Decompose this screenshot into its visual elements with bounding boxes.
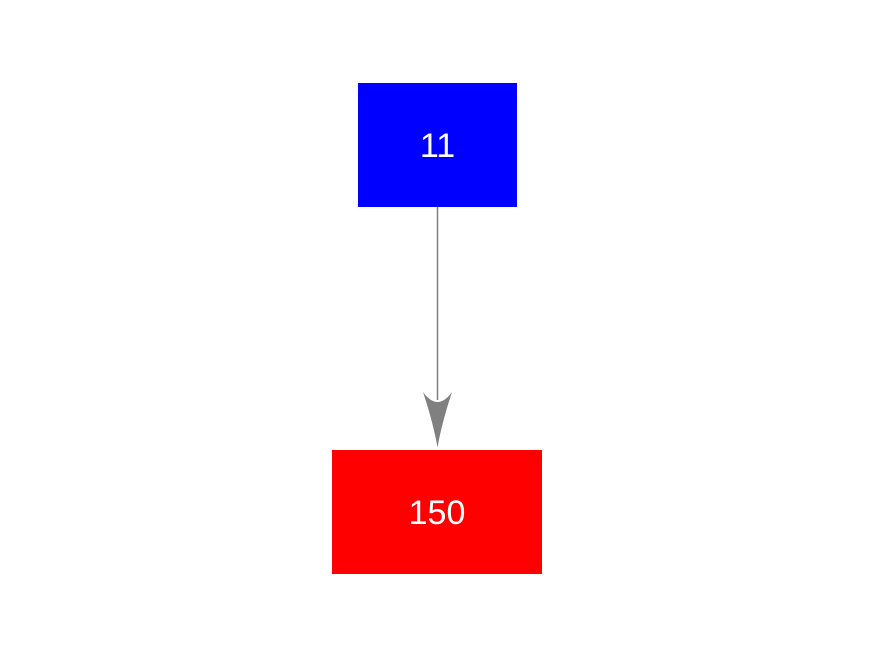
flow-node-bottom: 150 [332,450,542,574]
node-label: 11 [419,127,456,166]
node-label: 150 [408,494,466,533]
edge-arrowhead [423,392,452,448]
flow-node-top: 11 [358,83,517,207]
